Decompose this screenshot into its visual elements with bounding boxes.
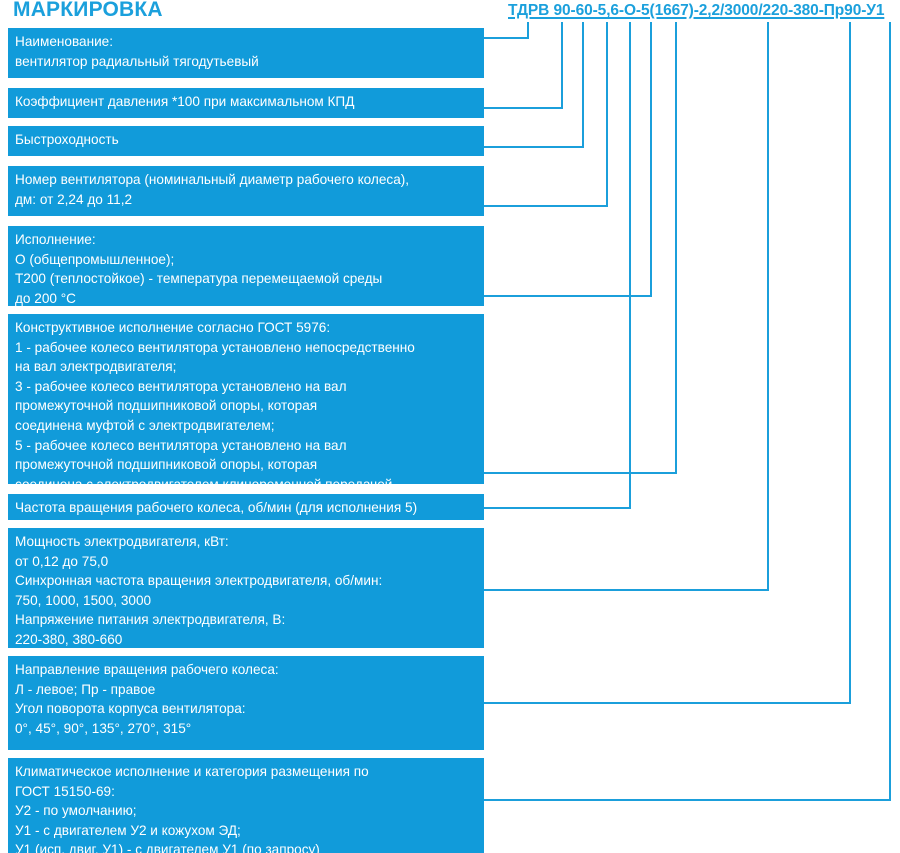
legend-box-nomer-ventilyatora: Номер вентилятора (номинальный диаметр р… xyxy=(8,166,484,216)
page-title: МАРКИРОВКА xyxy=(13,0,163,21)
connector-line-6 xyxy=(484,22,631,509)
connector-line-7 xyxy=(484,22,769,591)
legend-box-klimaticheskoe-ispolnenie: Климатическое исполнение и категория раз… xyxy=(8,758,484,853)
legend-box-ispolnenie: Исполнение: О (общепромышленное); Т200 (… xyxy=(8,226,484,306)
connector-line-0 xyxy=(484,22,529,39)
legend-box-moshchnost-elektrodvigatelya: Мощность электродвигателя, кВт: от 0,12 … xyxy=(8,528,484,648)
connector-line-3 xyxy=(484,22,608,207)
legend-box-konstruktivnoe-ispolnenie: Конструктивное исполнение согласно ГОСТ … xyxy=(8,314,484,492)
legend-box-chastota-vrashcheniya-kolesa: Частота вращения рабочего колеса, об/мин… xyxy=(8,494,484,520)
connector-line-9 xyxy=(484,22,891,801)
connector-line-4 xyxy=(484,22,652,297)
connector-line-2 xyxy=(484,22,584,148)
designation-code: ТДРВ 90-60-5,6-О-5(1667)-2,2/3000/220-38… xyxy=(508,2,885,19)
connector-line-5 xyxy=(484,22,677,474)
legend-box-koefficient-davleniya: Коэффициент давления *100 при максимальн… xyxy=(8,88,484,118)
connector-line-1 xyxy=(484,22,563,109)
legend-box-naimenovanie: Наименование: вентилятор радиальный тяго… xyxy=(8,28,484,78)
legend-box-napravlenie-vrashcheniya: Направление вращения рабочего колеса: Л … xyxy=(8,656,484,750)
connector-line-8 xyxy=(484,22,851,704)
legend-box-bystrokhodnost: Быстроходность xyxy=(8,126,484,156)
